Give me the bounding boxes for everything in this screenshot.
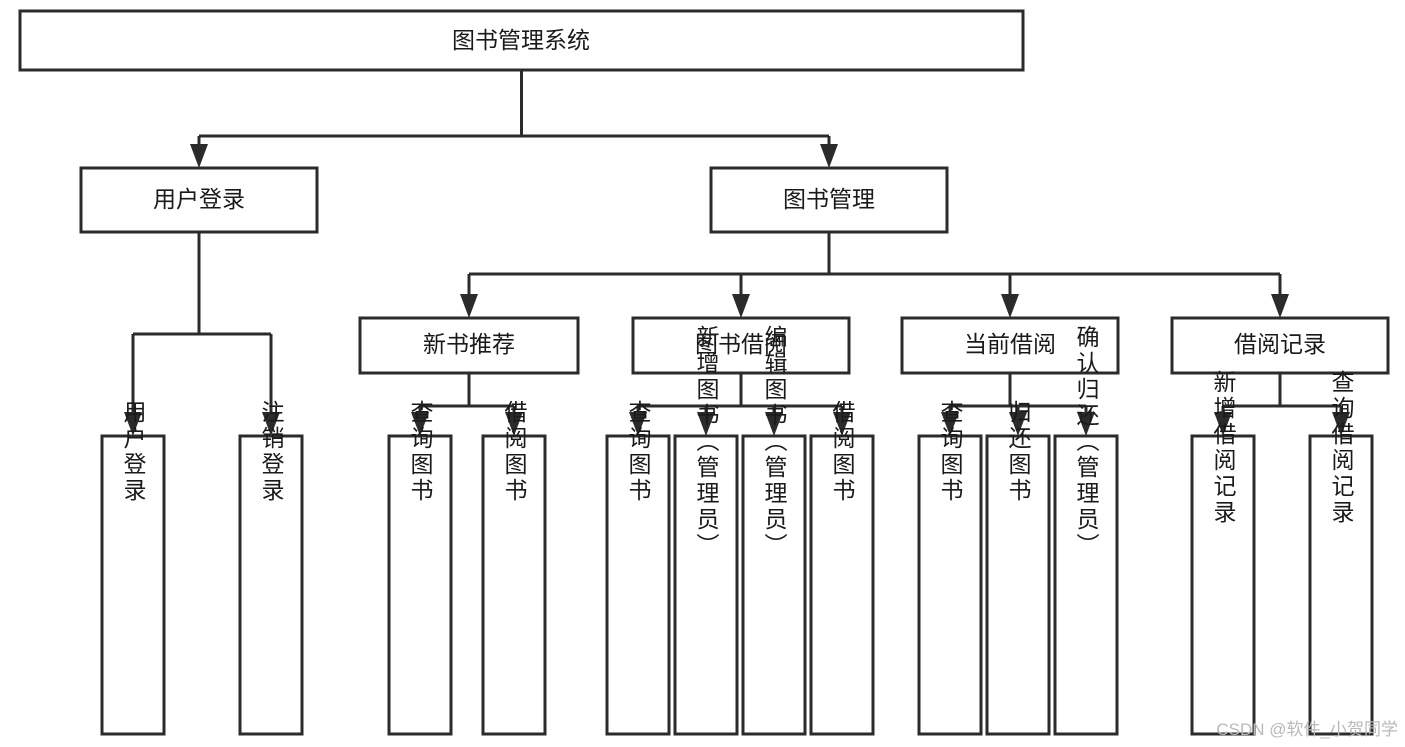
node-leaf-query-book-2[interactable]: 查询图书 (605, 400, 671, 736)
connector-group-borrow-record (1214, 373, 1350, 436)
node-current-borrow-label: 当前借阅 (964, 331, 1056, 357)
node-leaf-confirm-return-admin-label: 确认归还（管理员） (1073, 325, 1100, 559)
arrowhead-current-borrow (1001, 294, 1019, 318)
node-leaf-query-book-1[interactable]: 查询图书 (387, 400, 453, 736)
node-user-login-label: 用户登录 (153, 186, 245, 212)
node-leaf-confirm-return-admin-box[interactable] (1053, 434, 1119, 736)
node-leaf-logout-login-label: 注销登录 (258, 400, 285, 504)
arrowhead-leaf-query-book-3 (941, 412, 959, 436)
arrowhead-leaf-query-borrow-record (1332, 412, 1350, 436)
node-book-borrow-label: 图书借阅 (695, 331, 787, 357)
node-leaf-add-borrow-record[interactable]: 新增借阅记录 (1190, 370, 1256, 736)
node-root[interactable]: 图书管理系统 (18, 9, 1025, 72)
node-leaf-borrow-book-2-label: 借阅图书 (829, 400, 856, 504)
node-leaf-query-borrow-record[interactable]: 查询借阅记录 (1308, 370, 1374, 736)
node-borrow-record-label: 借阅记录 (1234, 331, 1326, 357)
node-book-borrow-box[interactable] (631, 316, 851, 375)
node-leaf-borrow-book-2-box[interactable] (809, 434, 875, 736)
node-leaf-borrow-book-1[interactable]: 借阅图书 (481, 400, 547, 736)
connector-group-book-borrow (629, 373, 851, 436)
node-leaf-borrow-book-2[interactable]: 借阅图书 (809, 400, 875, 736)
connector-group-root (190, 70, 838, 168)
watermark-label: CSDN @软件_小贺同学 (1216, 720, 1398, 739)
node-leaf-edit-book-admin-box[interactable] (741, 434, 807, 736)
node-leaf-query-book-1-label: 查询图书 (407, 400, 434, 504)
node-book-borrow[interactable]: 图书借阅 (631, 316, 851, 375)
node-leaf-add-book-admin[interactable]: 新增图书（管理员） (673, 325, 739, 736)
connector-group-new-book-recommend (411, 373, 523, 436)
node-new-book-recommend[interactable]: 新书推荐 (358, 316, 580, 375)
node-current-borrow[interactable]: 当前借阅 (900, 316, 1120, 375)
node-leaf-query-book-1-box[interactable] (387, 434, 453, 736)
connector-group-book-manage (460, 232, 1289, 318)
arrowhead-leaf-user-login (124, 412, 142, 436)
node-borrow-record-box[interactable] (1170, 316, 1390, 375)
node-leaf-query-book-2-label: 查询图书 (625, 400, 652, 504)
arrowhead-new-book-recommend (460, 294, 478, 318)
arrowhead-borrow-record (1271, 294, 1289, 318)
node-leaf-edit-book-admin[interactable]: 编辑图书（管理员） (741, 325, 807, 736)
arrowhead-book-manage (820, 144, 838, 168)
node-book-manage-label: 图书管理 (783, 186, 875, 212)
node-leaf-query-book-3[interactable]: 查询图书 (917, 400, 983, 736)
node-borrow-record[interactable]: 借阅记录 (1170, 316, 1390, 375)
node-root-label: 图书管理系统 (452, 27, 590, 53)
node-leaf-borrow-book-1-box[interactable] (481, 434, 547, 736)
node-leaf-add-book-admin-label: 新增图书（管理员） (693, 325, 720, 559)
arrowhead-leaf-query-book-1 (411, 412, 429, 436)
node-current-borrow-box[interactable] (900, 316, 1120, 375)
node-user-login-box[interactable] (79, 166, 319, 234)
node-leaf-return-book-label: 归还图书 (1005, 400, 1032, 504)
node-leaf-return-book[interactable]: 归还图书 (985, 400, 1051, 736)
node-leaf-query-borrow-record-box[interactable] (1308, 434, 1374, 736)
node-leaf-add-borrow-record-label: 新增借阅记录 (1210, 370, 1237, 526)
node-book-manage[interactable]: 图书管理 (709, 166, 949, 234)
node-leaf-user-login[interactable]: 用户登录 (100, 400, 166, 736)
node-user-login[interactable]: 用户登录 (79, 166, 319, 234)
arrowhead-leaf-confirm-return-admin (1077, 412, 1095, 436)
arrowhead-leaf-edit-book-admin (765, 412, 783, 436)
node-leaf-add-book-admin-box[interactable] (673, 434, 739, 736)
node-root-box[interactable] (18, 9, 1025, 72)
connector-group-current-borrow (941, 373, 1095, 436)
arrowhead-leaf-borrow-book-2 (833, 412, 851, 436)
arrowhead-leaf-logout-login (262, 412, 280, 436)
node-new-book-recommend-label: 新书推荐 (423, 331, 515, 357)
connector-group-user-login (124, 232, 280, 436)
node-leaf-logout-login-box[interactable] (238, 434, 304, 736)
arrowhead-leaf-add-borrow-record (1214, 412, 1232, 436)
node-book-manage-box[interactable] (709, 166, 949, 234)
node-leaf-logout-login[interactable]: 注销登录 (238, 400, 304, 736)
node-new-book-recommend-box[interactable] (358, 316, 580, 375)
node-leaf-confirm-return-admin[interactable]: 确认归还（管理员） (1053, 325, 1119, 736)
node-leaf-query-book-3-box[interactable] (917, 434, 983, 736)
arrowhead-user-login (190, 144, 208, 168)
node-leaf-query-borrow-record-label: 查询借阅记录 (1328, 370, 1355, 526)
node-leaf-user-login-label: 用户登录 (120, 400, 147, 504)
node-leaf-query-book-3-label: 查询图书 (937, 400, 964, 504)
arrowhead-leaf-query-book-2 (629, 412, 647, 436)
node-leaf-add-borrow-record-box[interactable] (1190, 434, 1256, 736)
node-leaf-edit-book-admin-label: 编辑图书（管理员） (761, 325, 788, 559)
arrowhead-book-borrow (732, 294, 750, 318)
node-leaf-borrow-book-1-label: 借阅图书 (501, 400, 528, 504)
arrowhead-leaf-borrow-book-1 (505, 412, 523, 436)
node-leaf-query-book-2-box[interactable] (605, 434, 671, 736)
node-leaf-user-login-box[interactable] (100, 434, 166, 736)
arrowhead-leaf-return-book (1009, 412, 1027, 436)
node-leaf-return-book-box[interactable] (985, 434, 1051, 736)
arrowhead-leaf-add-book-admin (697, 412, 715, 436)
